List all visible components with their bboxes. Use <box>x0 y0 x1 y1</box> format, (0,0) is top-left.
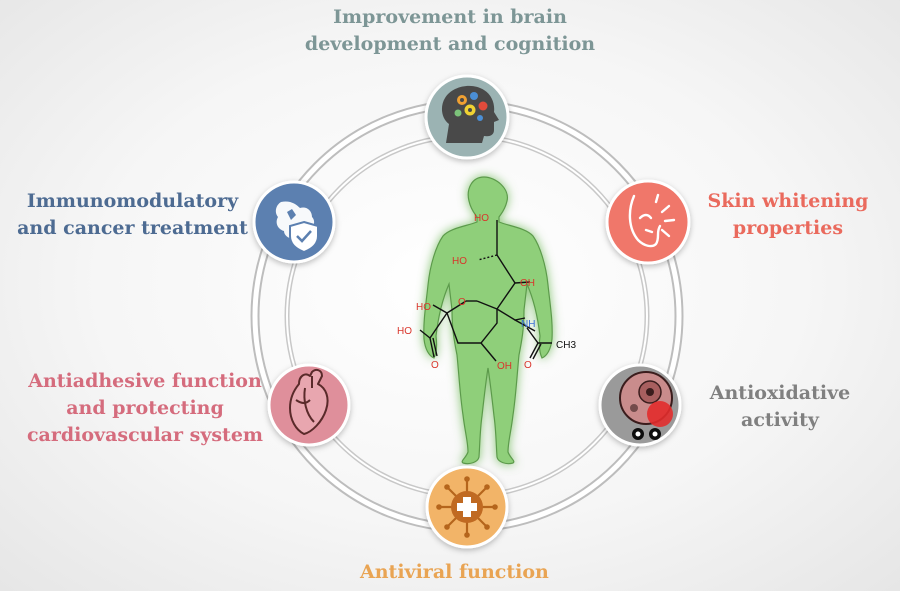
shield-check-icon <box>275 201 319 254</box>
atom-label: CH3 <box>556 340 576 351</box>
label-immunomodulatory: Immunomodulatory and cancer treatment <box>10 188 255 242</box>
label-line: Improvement in brain <box>333 6 567 28</box>
label-skin-whitening: Skin whitening properties <box>700 188 876 242</box>
virus-cross-icon <box>436 476 498 538</box>
atom-label: OH <box>520 278 535 289</box>
label-antiviral: Antiviral function <box>360 559 549 586</box>
human-body-icon <box>423 176 553 465</box>
atom-label: O <box>524 360 532 371</box>
atom-label: OH <box>497 361 512 372</box>
label-line: Antiviral function <box>360 561 549 583</box>
atom-label: O <box>431 360 439 371</box>
atom-label: HO <box>452 256 467 267</box>
label-line: and protecting <box>66 397 224 419</box>
label-antioxidative: Antioxidative activity <box>700 380 860 434</box>
cell-radical-icon <box>619 371 673 440</box>
node-antiviral <box>425 465 509 549</box>
label-line: Immunomodulatory <box>26 190 239 212</box>
label-line: Antiadhesive function <box>28 370 262 392</box>
heart-icon <box>289 368 329 435</box>
atom-label: HO <box>416 302 431 313</box>
label-line: activity <box>741 409 819 431</box>
label-line: and cancer treatment <box>17 217 248 239</box>
label-line: Skin whitening <box>707 190 869 212</box>
atom-label: O <box>458 297 466 308</box>
atom-label: NH <box>521 319 535 330</box>
head-gears-icon <box>441 85 499 143</box>
label-antiadhesive: Antiadhesive function and protecting car… <box>20 368 270 449</box>
molecule-labels: HO HO OH NH HO O HO O OH O CH3 <box>397 213 576 372</box>
node-antiadhesive <box>267 363 351 447</box>
face-sun-icon <box>628 193 676 248</box>
label-line: Antioxidative <box>709 382 851 404</box>
atom-label: HO <box>474 213 489 224</box>
node-brain <box>424 74 510 160</box>
label-line: development and cognition <box>304 33 596 55</box>
node-skin <box>605 179 691 265</box>
node-immuno <box>252 180 336 264</box>
label-line: cardiovascular system <box>26 424 264 446</box>
sialic-acid-molecule <box>419 220 552 362</box>
atom-label: HO <box>397 326 412 337</box>
node-antioxidative <box>598 363 682 447</box>
label-brain-development: Improvement in brain development and cog… <box>300 4 600 58</box>
label-line: properties <box>732 217 844 239</box>
